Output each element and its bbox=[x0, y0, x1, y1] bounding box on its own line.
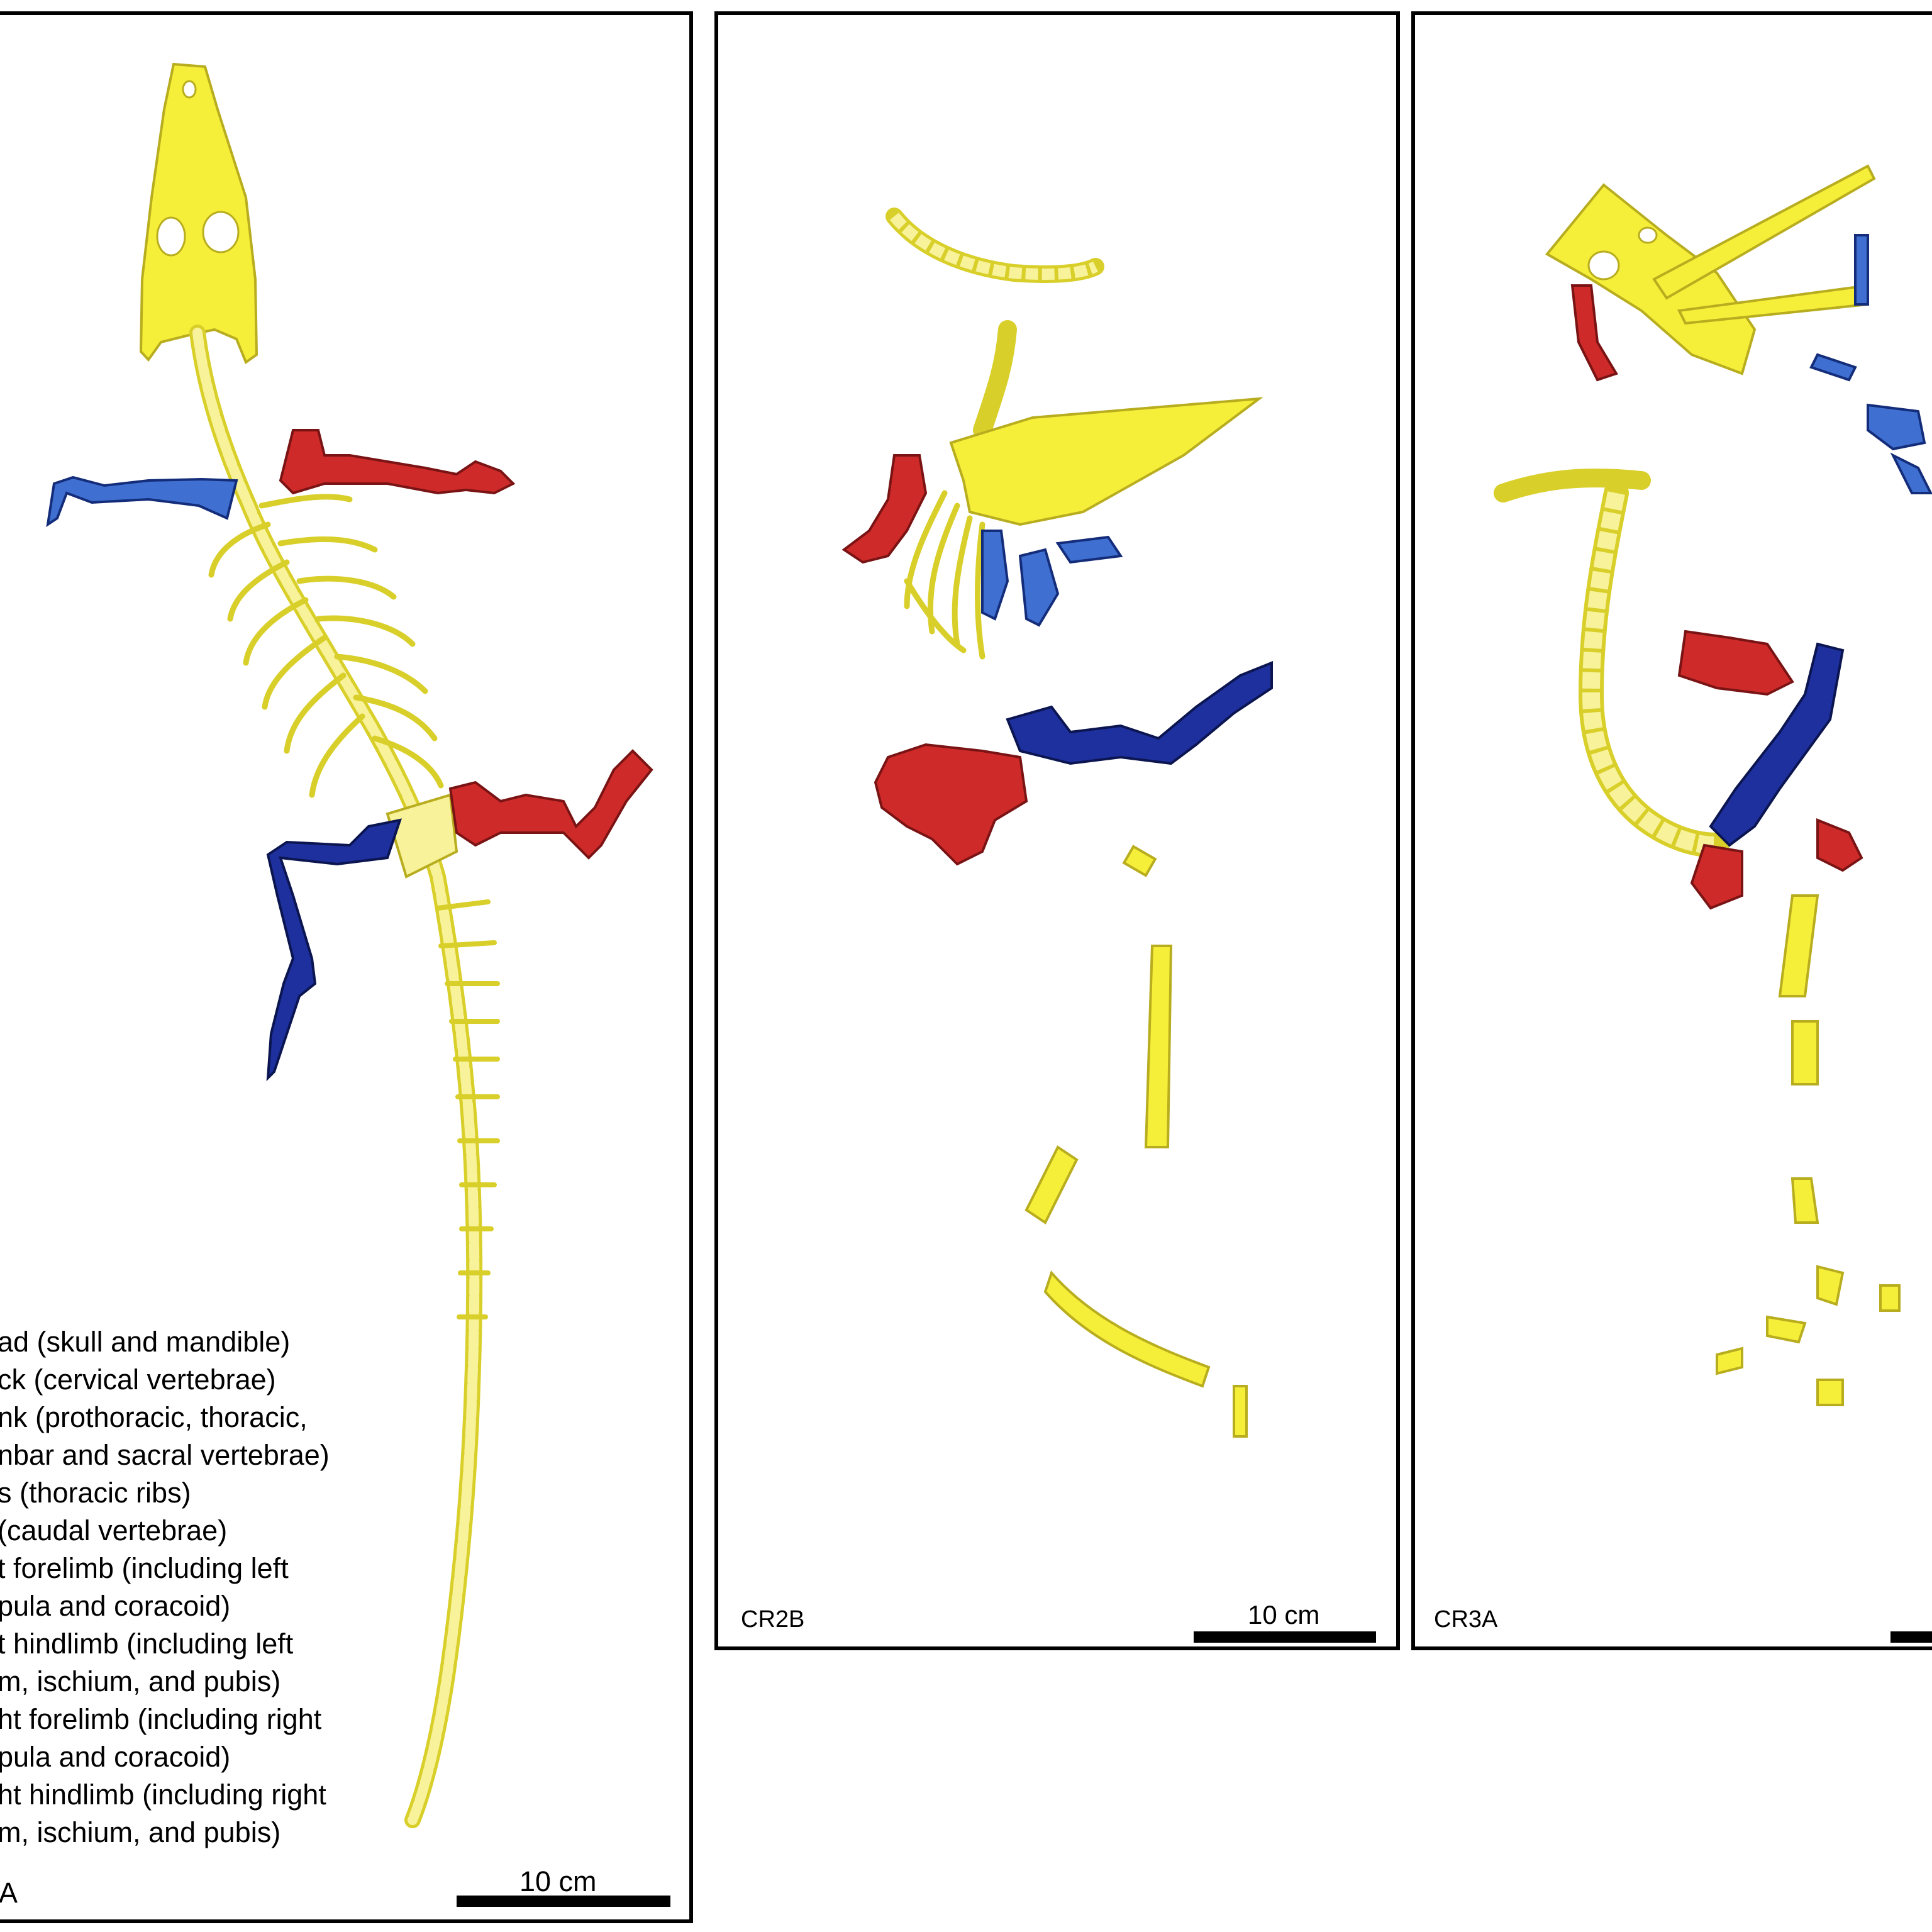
tail-processes bbox=[435, 899, 500, 1319]
skeleton-drawing-cr2b bbox=[841, 208, 1273, 1438]
panel-label-a: A bbox=[0, 1877, 18, 1909]
legend-item-right-forelimb-cont: pula and coracoid) bbox=[0, 1741, 231, 1773]
right-hindlimb bbox=[1006, 661, 1273, 765]
scale-bar-a bbox=[457, 1896, 670, 1907]
panel-label-cr2b: CR2B bbox=[741, 1606, 805, 1633]
legend-item-ribs: s (thoracic ribs) bbox=[0, 1477, 191, 1509]
ribs bbox=[208, 494, 444, 798]
legend-item-right-hindlimb: ht hindlimb (including right bbox=[0, 1779, 326, 1811]
skull bbox=[1545, 183, 1757, 375]
skull bbox=[139, 62, 258, 365]
legend-item-left-hindlimb: t hindlimb (including left bbox=[0, 1628, 294, 1660]
left-hindlimb bbox=[1690, 818, 1863, 910]
vertebral-column-inner bbox=[1582, 491, 1718, 854]
skeleton-drawing-cr3a bbox=[1494, 164, 1932, 1406]
ribs bbox=[904, 490, 985, 660]
vertebral-segment-top bbox=[1494, 469, 1651, 502]
legend-item-trunk: nk (prothoracic, thoracic, bbox=[0, 1401, 308, 1433]
panel-label-cr3a: CR3A bbox=[1434, 1606, 1498, 1633]
right-forelimb bbox=[46, 475, 238, 528]
skull-orbit-left bbox=[156, 216, 186, 257]
left-forelimb bbox=[279, 429, 516, 495]
legend: ad (skull and mandible) ck (cervical ver… bbox=[0, 1323, 400, 1852]
left-forelimb bbox=[1677, 630, 1794, 696]
right-hindlimb bbox=[1709, 642, 1845, 847]
tail-vertebrae bbox=[1716, 894, 1901, 1406]
panel-specimen-a: ad (skull and mandible) ck (cervical ver… bbox=[0, 11, 693, 1923]
panel-specimen-cr2b: CR2B 10 cm bbox=[714, 11, 1400, 1650]
left-limb-fragment bbox=[1570, 284, 1618, 382]
legend-item-left-forelimb: t forelimb (including left bbox=[0, 1552, 289, 1584]
legend-item-tail: (caudal vertebrae) bbox=[0, 1514, 228, 1546]
sacral-region bbox=[386, 793, 458, 879]
skull bbox=[949, 397, 1263, 526]
skull-orbit-right bbox=[202, 211, 240, 253]
right-forelimb-bones bbox=[1018, 535, 1123, 627]
legend-item-neck: ck (cervical vertebrae) bbox=[0, 1363, 276, 1396]
legend-item-left-hindlimb-cont: m, ischium, and pubis) bbox=[0, 1665, 281, 1697]
left-hindlimb bbox=[448, 749, 653, 860]
right-forelimb bbox=[981, 530, 1009, 621]
skeleton-drawing-a bbox=[46, 62, 653, 1828]
skull-orbit-2 bbox=[1638, 226, 1658, 244]
vertebral-segment-top-inner bbox=[889, 213, 1099, 280]
right-limb-fragments bbox=[1809, 234, 1932, 494]
skull-nostril bbox=[182, 80, 197, 99]
skull-orbit-1 bbox=[1587, 250, 1620, 280]
legend-item-right-forelimb: ht forelimb (including right bbox=[0, 1703, 322, 1735]
scale-bar-cr2b bbox=[1194, 1631, 1376, 1643]
right-hindlimb bbox=[266, 818, 402, 1082]
scale-bar-cr3a bbox=[1890, 1631, 1932, 1643]
scale-label-cr2b: 10 cm bbox=[1248, 1600, 1320, 1629]
vertebral-segment-neck bbox=[973, 320, 1017, 440]
legend-item-left-forelimb-cont: pula and coracoid) bbox=[0, 1590, 231, 1622]
scale-label-a: 10 cm bbox=[519, 1865, 597, 1897]
legend-item-right-hindlimb-cont: m, ischium, and pubis) bbox=[0, 1816, 281, 1848]
left-forelimb bbox=[841, 454, 928, 564]
legend-item-head: ad (skull and mandible) bbox=[0, 1326, 291, 1358]
legend-item-trunk-cont: nbar and sacral vertebrae) bbox=[0, 1439, 330, 1471]
vertebral-column-inner bbox=[192, 328, 480, 1825]
left-hindlimb bbox=[874, 743, 1028, 866]
tail-vertebrae bbox=[1024, 845, 1248, 1438]
panel-specimen-cr3a: CR3A bbox=[1411, 11, 1932, 1650]
